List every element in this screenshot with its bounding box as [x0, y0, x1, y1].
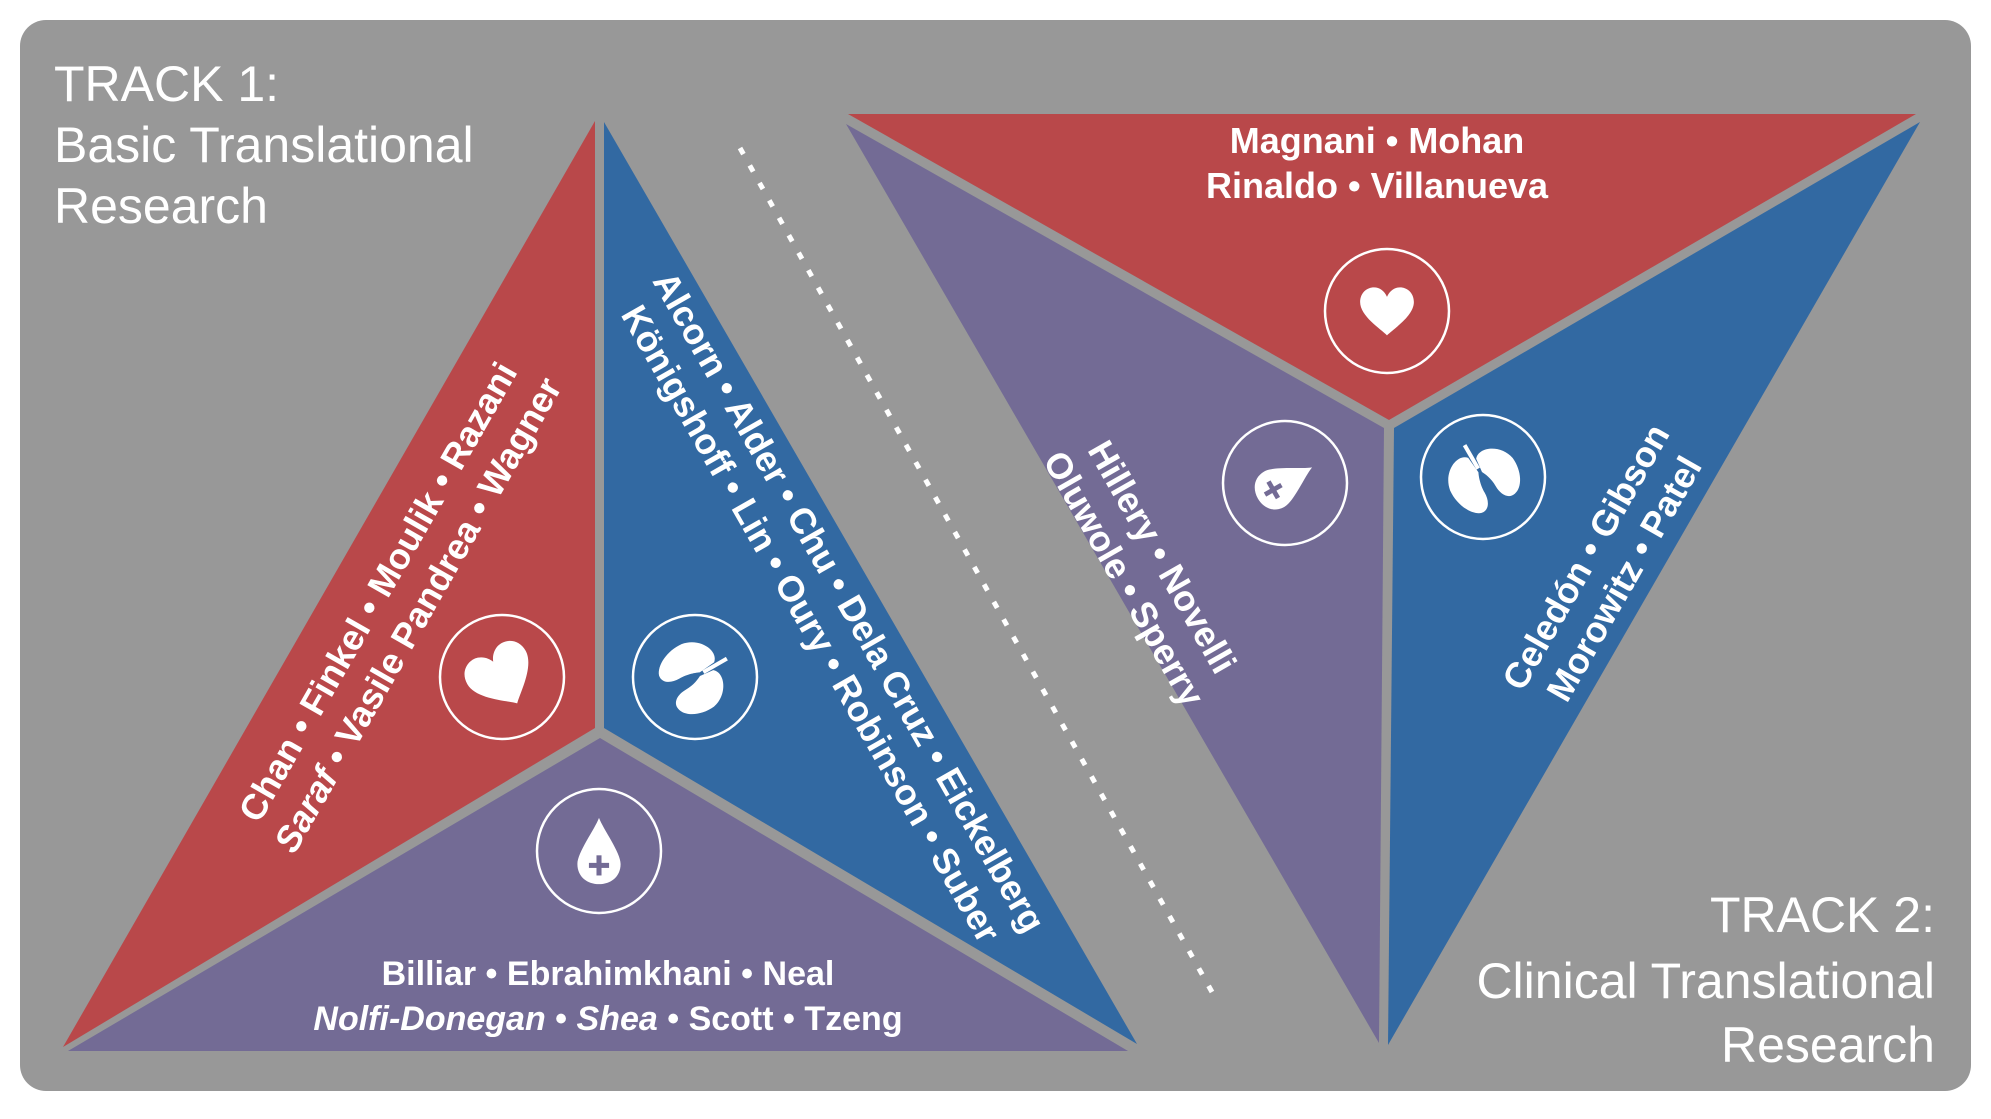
track1-title: TRACK 1: Basic Translational Research — [54, 56, 474, 234]
track1-pulmonary-segment — [604, 122, 1137, 1044]
track2-hematology-segment — [846, 124, 1384, 1043]
track2-title: TRACK 2: Clinical Translational Research — [1476, 887, 1935, 1073]
names-line: Magnani • Mohan — [1230, 120, 1525, 161]
track2-title-line1: TRACK 2: — [1710, 887, 1935, 943]
track2-pulmonary-segment — [1388, 122, 1920, 1045]
name-italic: Nolfi-Donegan — [313, 1000, 545, 1038]
names-line: Rinaldo • Villanueva — [1206, 165, 1549, 206]
dotted-divider — [737, 146, 1215, 994]
separator: • — [546, 1000, 577, 1038]
names-line: Billiar • Ebrahimkhani • Neal — [382, 955, 835, 993]
names-line: Nolfi-Donegan • Shea • Scott • Tzeng — [313, 1000, 902, 1038]
track1-cardiovascular-segment — [63, 121, 595, 1047]
track1-title-line1: TRACK 1: — [54, 56, 279, 112]
track2-title-line2: Clinical Translational — [1476, 953, 1935, 1009]
track2-title-line3: Research — [1721, 1017, 1935, 1073]
track1-hematology-segment — [68, 738, 1128, 1051]
track1-hematology-names: Billiar • Ebrahimkhani • Neal Nolfi-Done… — [313, 955, 902, 1038]
track2-pulmonary-icon-badge — [1419, 413, 1547, 541]
track1-title-line2: Basic Translational — [54, 117, 474, 173]
track2-hematology-icon-badge — [1221, 419, 1349, 547]
name-italic: Shea — [577, 1000, 658, 1038]
track2-cardiovascular-segment — [848, 114, 1916, 420]
track1-cardiovascular-icon-badge — [438, 613, 566, 741]
track1-title-line3: Research — [54, 178, 268, 234]
track2-triangle: Magnani • Mohan Rinaldo • Villanueva Hil… — [846, 114, 1920, 1045]
track2-cardiovascular-names: Magnani • Mohan Rinaldo • Villanueva — [1206, 120, 1549, 206]
track1-hematology-icon-badge — [535, 787, 663, 915]
name-rest: • Scott • Tzeng — [658, 1000, 903, 1038]
track1-pulmonary-icon-badge — [631, 613, 759, 741]
track2-cardiovascular-icon-badge — [1323, 247, 1451, 375]
